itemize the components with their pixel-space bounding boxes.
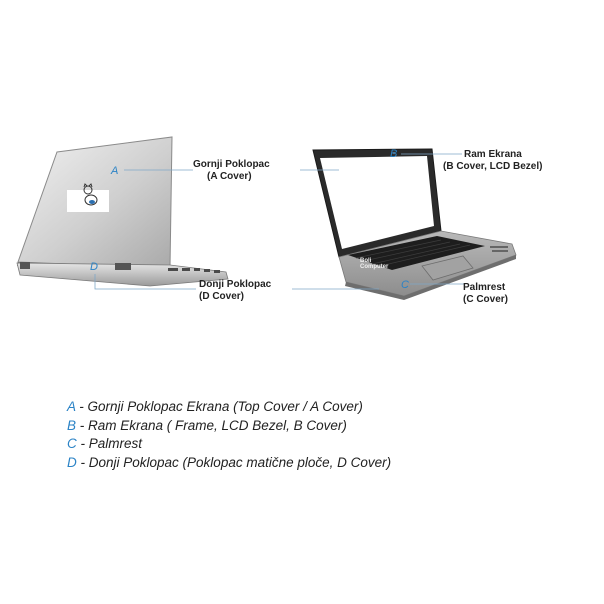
callout-b-line1: Ram Ekrana — [464, 149, 522, 160]
legend-item-a: A - Gornji Poklopac Ekrana (Top Cover / … — [67, 398, 391, 417]
legend-item-c: C - Palmrest — [67, 435, 391, 454]
keyboard-keys — [355, 239, 471, 267]
marker-d: D — [90, 261, 98, 273]
callout-c: Palmrest (C Cover) — [463, 282, 508, 306]
legend-text: - Donji Poklopac (Poklopac matične ploče… — [76, 454, 392, 470]
marker-c: C — [401, 279, 409, 291]
marker-b: B — [390, 148, 398, 160]
legend-text: - Ram Ekrana ( Frame, LCD Bezel, B Cover… — [76, 417, 347, 433]
webcam — [392, 151, 396, 155]
legend-letter: A — [67, 399, 76, 414]
hinge-left — [20, 262, 30, 269]
callout-b-line2: (B Cover, LCD Bezel) — [443, 161, 543, 172]
callout-d-line1: Donji Poklopac — [199, 279, 272, 290]
callout-b: Ram Ekrana (B Cover, LCD Bezel) — [443, 149, 542, 173]
legend-item-b: B - Ram Ekrana ( Frame, LCD Bezel, B Cov… — [67, 417, 391, 436]
callout-a: Gornji Poklopac (A Cover) — [193, 159, 270, 183]
legend-letter: C — [67, 436, 77, 451]
callout-d-line2: (D Cover) — [199, 291, 245, 302]
callout-a-line1: Gornji Poklopac — [193, 159, 270, 170]
callout-c-line1: Palmrest — [463, 282, 506, 293]
marker-a: A — [111, 165, 119, 177]
callout-c-line2: (C Cover) — [463, 294, 509, 305]
legend-text: - Palmrest — [76, 436, 143, 451]
speaker-grille — [490, 246, 508, 252]
callout-d: Donji Poklopac (D Cover) — [199, 279, 271, 303]
laptop-front-view — [312, 148, 517, 300]
screen-panel — [320, 156, 434, 249]
legend-letter: B — [67, 417, 77, 433]
lid-sticker — [67, 190, 109, 212]
legend: A - Gornji Poklopac Ekrana (Top Cover / … — [67, 398, 391, 472]
callout-lines — [94, 153, 464, 290]
side-ports — [168, 268, 220, 273]
hinge-right — [115, 263, 131, 270]
legend-item-d: D - Donji Poklopac (Poklopac matične plo… — [67, 454, 391, 473]
legend-letter: D — [67, 454, 77, 470]
cat-icon — [83, 183, 98, 206]
leader-line-d — [94, 274, 196, 290]
legend-text: - Gornji Poklopac Ekrana (Top Cover / A … — [75, 399, 363, 414]
callout-a-line2: (A Cover) — [207, 171, 252, 182]
touchpad — [421, 255, 474, 281]
